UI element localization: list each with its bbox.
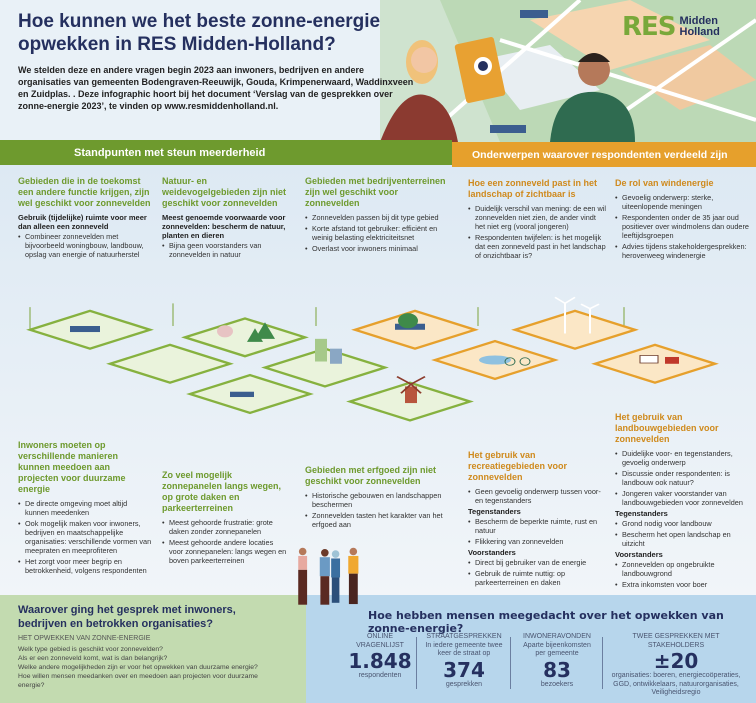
position-future-function: Gebieden die in de toekomst een andere f… — [18, 176, 152, 261]
tile-nature — [181, 317, 309, 358]
divider — [510, 637, 511, 689]
list-item: Flikkering van zonnevelden — [468, 537, 606, 546]
list-item: Discussie onder respondenten: is landbou… — [615, 469, 755, 487]
list-item: Bijna geen voorstanders van zonnevelden … — [162, 241, 296, 259]
tile-agriculture — [591, 343, 719, 384]
list-item: Respondenten twijfelen: is het mogelijk … — [468, 233, 606, 260]
tile-residents — [106, 343, 234, 384]
list-item: Duidelijk verschil van mening: de een wi… — [468, 204, 606, 231]
list-item: Geen gevoelig onderwerp tussen voor- en … — [468, 487, 606, 505]
list-item: Meest gehoorde andere locaties voor zonn… — [162, 538, 287, 565]
support-majority-banner: Standpunten met steun meerderheid — [0, 140, 452, 165]
topic-wind-energy: De rol van windenergie Gevoelig onderwer… — [615, 178, 753, 262]
topic-recreation: Het gebruik van recreatiegebieden voor z… — [468, 450, 606, 589]
list-item: Grond nodig voor landbouw — [615, 519, 755, 528]
list-item: Zonnevelden passen bij dit type gebied — [305, 213, 447, 222]
list-item: Gebruik de ruimte nuttig: op parkeerterr… — [468, 569, 606, 587]
conversation-topics-panel: Waarover ging het gesprek met inwoners, … — [0, 595, 306, 703]
list-item: Meest gehoorde frustratie: grote daken z… — [162, 518, 287, 536]
list-item: Zonnevelden tasten het karakter van het … — [305, 511, 447, 529]
list-item: Duidelijke voor- en tegenstanders, gevoe… — [615, 449, 755, 467]
list-item: Welke andere mogelijkheden zijn er voor … — [18, 664, 258, 671]
list-item: Hoe willen mensen meedanken over en meed… — [18, 673, 258, 689]
list-item: Welk type gebied is geschikt voor zonnev… — [18, 646, 163, 653]
list-item: De directe omgeving moet altijd kunnen m… — [18, 499, 152, 517]
divider — [416, 637, 417, 689]
list-item: Als er een zonneveld komt, wat is dan be… — [18, 655, 168, 662]
position-business-parks: Gebieden met bedrijventerreinen zijn wel… — [305, 176, 447, 255]
topics-caption: HET OPWEKKEN VAN ZONNE-ENERGIE — [18, 635, 151, 642]
list-item: Bescherm de beperkte ruimte, rust en nat… — [468, 517, 606, 535]
participation-stats-panel: Hoe hebben mensen meegedacht over het op… — [306, 595, 756, 703]
position-participation: Inwoners moeten op verschillende maniere… — [18, 440, 152, 577]
tile-business — [261, 347, 389, 388]
list-item: Korte afstand tot gebruiker: efficiënt e… — [305, 224, 447, 242]
people-illustration — [298, 547, 359, 605]
list-item: Het zorgt voor meer begrip en betrokkenh… — [18, 557, 152, 575]
logo-res: RES — [622, 12, 677, 42]
list-item: Ook mogelijk maken voor inwoners, bedrij… — [18, 519, 152, 555]
isometric-landscape-illustration — [26, 296, 719, 422]
list-item: Advies tijdens stakeholdergesprekken: he… — [615, 242, 753, 260]
list-item: Jongeren vaker voorstander van landbouwg… — [615, 489, 755, 507]
list-item: Direct bij gebruiker van de energie — [468, 558, 606, 567]
topic-landscape: Hoe een zonneveld past in het landschap … — [468, 178, 606, 262]
stats-title: Hoe hebben mensen meegedacht over het op… — [368, 609, 724, 635]
list-item: Combineer zonnevelden met bijvoorbeeld w… — [18, 232, 152, 259]
topics-title: Waarover ging het gesprek met inwoners, … — [18, 604, 236, 630]
list-item: Overlast voor inwoners minimaal — [305, 244, 447, 253]
list-item: Bescherm het open landschap en uitzicht — [615, 530, 755, 548]
divided-topics-banner: Onderwerpen waarover respondenten verdee… — [452, 142, 756, 167]
position-heritage: Gebieden met erfgoed zijn niet geschikt … — [305, 465, 447, 531]
intro-text: We stelden deze en andere vragen begin 2… — [18, 65, 414, 111]
tile-wind — [511, 309, 639, 350]
list-item: Respondenten onder de 35 jaar oud positi… — [615, 213, 753, 240]
list-item: Historische gebouwen en landschappen bes… — [305, 491, 447, 509]
map-illustration — [380, 0, 756, 142]
position-nature-areas: Natuur- en weidevogelgebieden zijn niet … — [162, 176, 296, 261]
list-item: Extra inkomsten voor boer — [615, 580, 755, 589]
topic-agriculture: Het gebruik van landbouwgebieden voor zo… — [615, 412, 755, 591]
position-roads-roofs: Zo veel mogelijk zonnepanelen langs wege… — [162, 470, 287, 567]
list-item: Gevoelig onderwerp: sterke, uiteenlopend… — [615, 193, 753, 211]
list-item: Zonnevelden op ongebruikte landbouwgrond — [615, 560, 755, 578]
page-title: Hoe kunnen we het beste zonne-energie op… — [18, 11, 381, 55]
header: Hoe kunnen we het beste zonne-energie op… — [18, 10, 418, 112]
divider — [602, 637, 603, 689]
